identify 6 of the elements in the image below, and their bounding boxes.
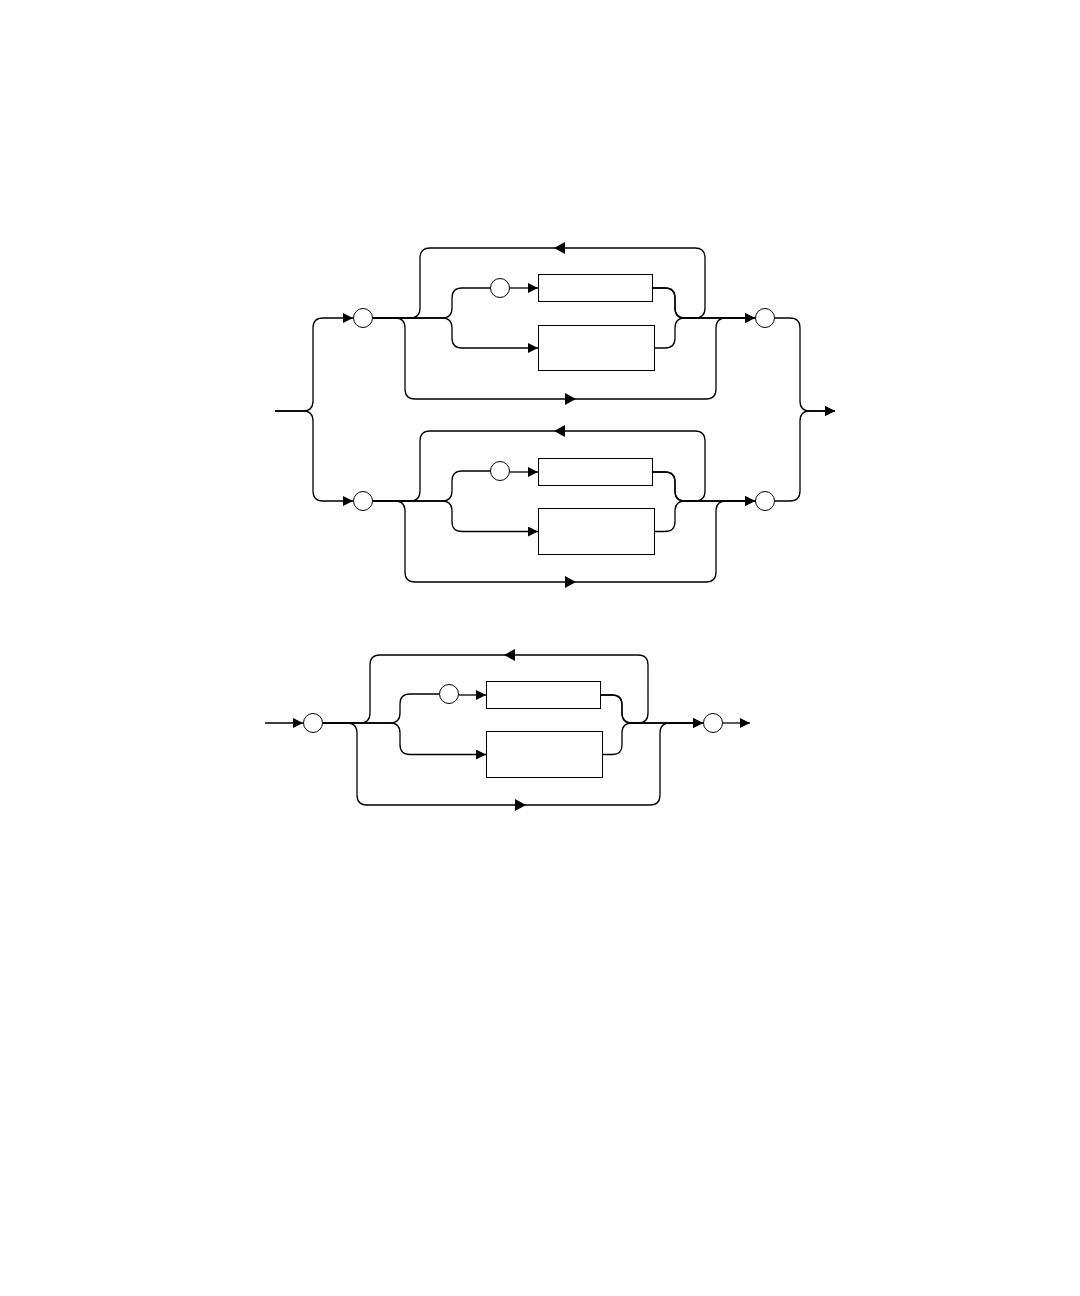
box-node <box>538 508 655 555</box>
box-node <box>538 325 655 371</box>
box-node <box>486 731 603 778</box>
box-node <box>538 458 653 486</box>
box-node <box>538 274 653 302</box>
box-node <box>486 681 601 709</box>
